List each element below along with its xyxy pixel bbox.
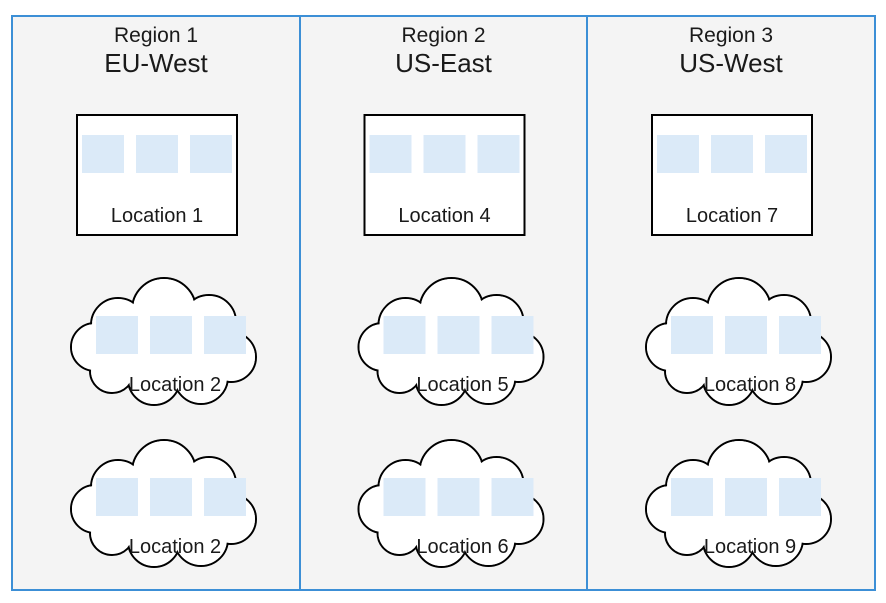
region-number-label: Region 2	[401, 24, 485, 47]
instance-block	[725, 478, 767, 516]
instance-block	[711, 135, 753, 173]
instance-block	[96, 478, 138, 516]
instance-block	[779, 478, 821, 516]
region-number-label: Region 1	[114, 24, 198, 47]
instance-block	[369, 135, 412, 173]
location-label: Location 8	[704, 374, 796, 396]
region-number-label: Region 3	[689, 24, 773, 47]
instance-block	[190, 135, 232, 173]
location-location-5-cloud: Location 5	[357, 277, 545, 406]
instance-block	[477, 135, 520, 173]
location-label: Location 4	[398, 205, 490, 227]
location-label: Location 9	[704, 536, 796, 558]
location-location-2-cloud: Location 2	[70, 277, 257, 406]
location-label: Location 6	[416, 536, 508, 558]
location-label: Location 7	[686, 205, 778, 227]
instance-block	[671, 478, 713, 516]
region-name-label: US-West	[679, 48, 783, 78]
location-label: Location 1	[111, 205, 203, 227]
location-location-4-box: Location 4	[363, 114, 526, 236]
instance-block	[725, 316, 767, 354]
instance-block	[765, 135, 807, 173]
instance-block	[136, 135, 178, 173]
instance-block	[150, 316, 192, 354]
instance-block	[96, 316, 138, 354]
instance-block	[437, 316, 480, 354]
location-label: Location 2	[129, 374, 221, 396]
instance-block	[383, 478, 426, 516]
location-location-7-box: Location 7	[651, 114, 813, 236]
instance-block	[437, 478, 480, 516]
instance-block	[491, 478, 534, 516]
location-label: Location 5	[416, 374, 508, 396]
location-location-6-cloud: Location 6	[357, 439, 545, 568]
location-location-9-cloud: Location 9	[645, 439, 832, 568]
instance-block	[82, 135, 124, 173]
region-name-label: EU-West	[104, 48, 208, 78]
instance-block	[491, 316, 534, 354]
instance-block	[204, 316, 246, 354]
location-location-2-cloud: Location 2	[70, 439, 257, 568]
instance-block	[779, 316, 821, 354]
instance-block	[671, 316, 713, 354]
instance-block	[423, 135, 466, 173]
instance-block	[383, 316, 426, 354]
location-label: Location 2	[129, 536, 221, 558]
cloud-shape	[645, 439, 832, 568]
instance-block	[204, 478, 246, 516]
instance-block	[657, 135, 699, 173]
region-name-label: US-East	[395, 48, 493, 78]
location-location-1-box: Location 1	[76, 114, 238, 236]
location-location-8-cloud: Location 8	[645, 277, 832, 406]
instance-block	[150, 478, 192, 516]
